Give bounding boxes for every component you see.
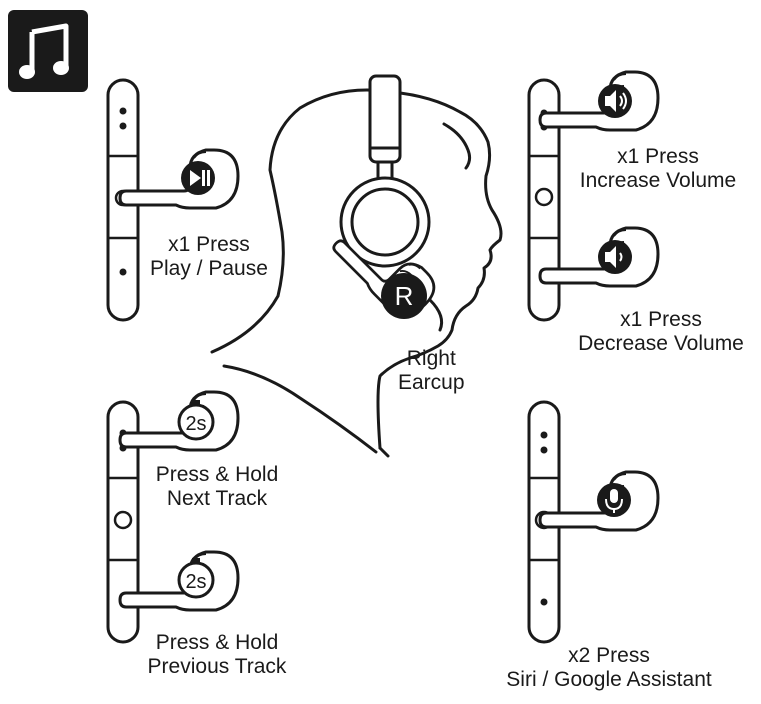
next-track-label-line2: Next Track <box>166 487 268 510</box>
play-pause-label-line2: Play / Pause <box>150 257 268 280</box>
play-pause-strip <box>106 78 240 322</box>
assistant-strip <box>527 400 660 644</box>
volume-up-label-line1: x1 Press <box>617 145 699 168</box>
volume-down-label: x1 Press Decrease Volume <box>563 308 759 356</box>
timer-icon <box>177 558 215 599</box>
assistant-label: x2 Press Siri / Google Assistant <box>484 644 734 692</box>
previous-track-label-line2: Previous Track <box>147 655 287 678</box>
next-track-label-line1: Press & Hold <box>155 463 279 486</box>
volume-up-icon <box>598 84 632 118</box>
head-illustration <box>210 74 503 458</box>
previous-track-label-line1: Press & Hold <box>155 631 279 654</box>
volume-down-icon <box>598 240 632 274</box>
next-track-label: Press & Hold Next Track <box>138 463 296 511</box>
volume-up-label-line2: Increase Volume <box>579 169 737 192</box>
timer-icon <box>177 400 215 441</box>
assistant-label-line1: x2 Press <box>568 644 650 667</box>
play-pause-label-line1: x1 Press <box>168 233 250 256</box>
play-pause-icon <box>181 161 215 195</box>
earcup-badge <box>381 273 427 319</box>
volume-down-label-line2: Decrease Volume <box>578 332 744 355</box>
earcup-badge-letter: R <box>395 281 414 311</box>
microphone-icon <box>597 483 631 517</box>
earcup-label: Right Earcup <box>398 347 465 395</box>
volume-down-label-line1: x1 Press <box>620 308 702 331</box>
music-note-icon <box>8 10 88 92</box>
earcup-label-line1: Right <box>406 347 456 370</box>
hold-duration-badge: 2s <box>185 413 206 435</box>
previous-track-label: Press & Hold Previous Track <box>132 631 302 679</box>
play-pause-label: x1 Press Play / Pause <box>150 233 268 281</box>
hold-duration-badge: 2s <box>185 571 206 593</box>
volume-strip <box>527 70 660 322</box>
earcup-label-line2: Earcup <box>398 371 465 394</box>
volume-up-label: x1 Press Increase Volume <box>563 145 753 193</box>
assistant-label-line2: Siri / Google Assistant <box>506 668 712 691</box>
track-strip <box>106 390 240 644</box>
